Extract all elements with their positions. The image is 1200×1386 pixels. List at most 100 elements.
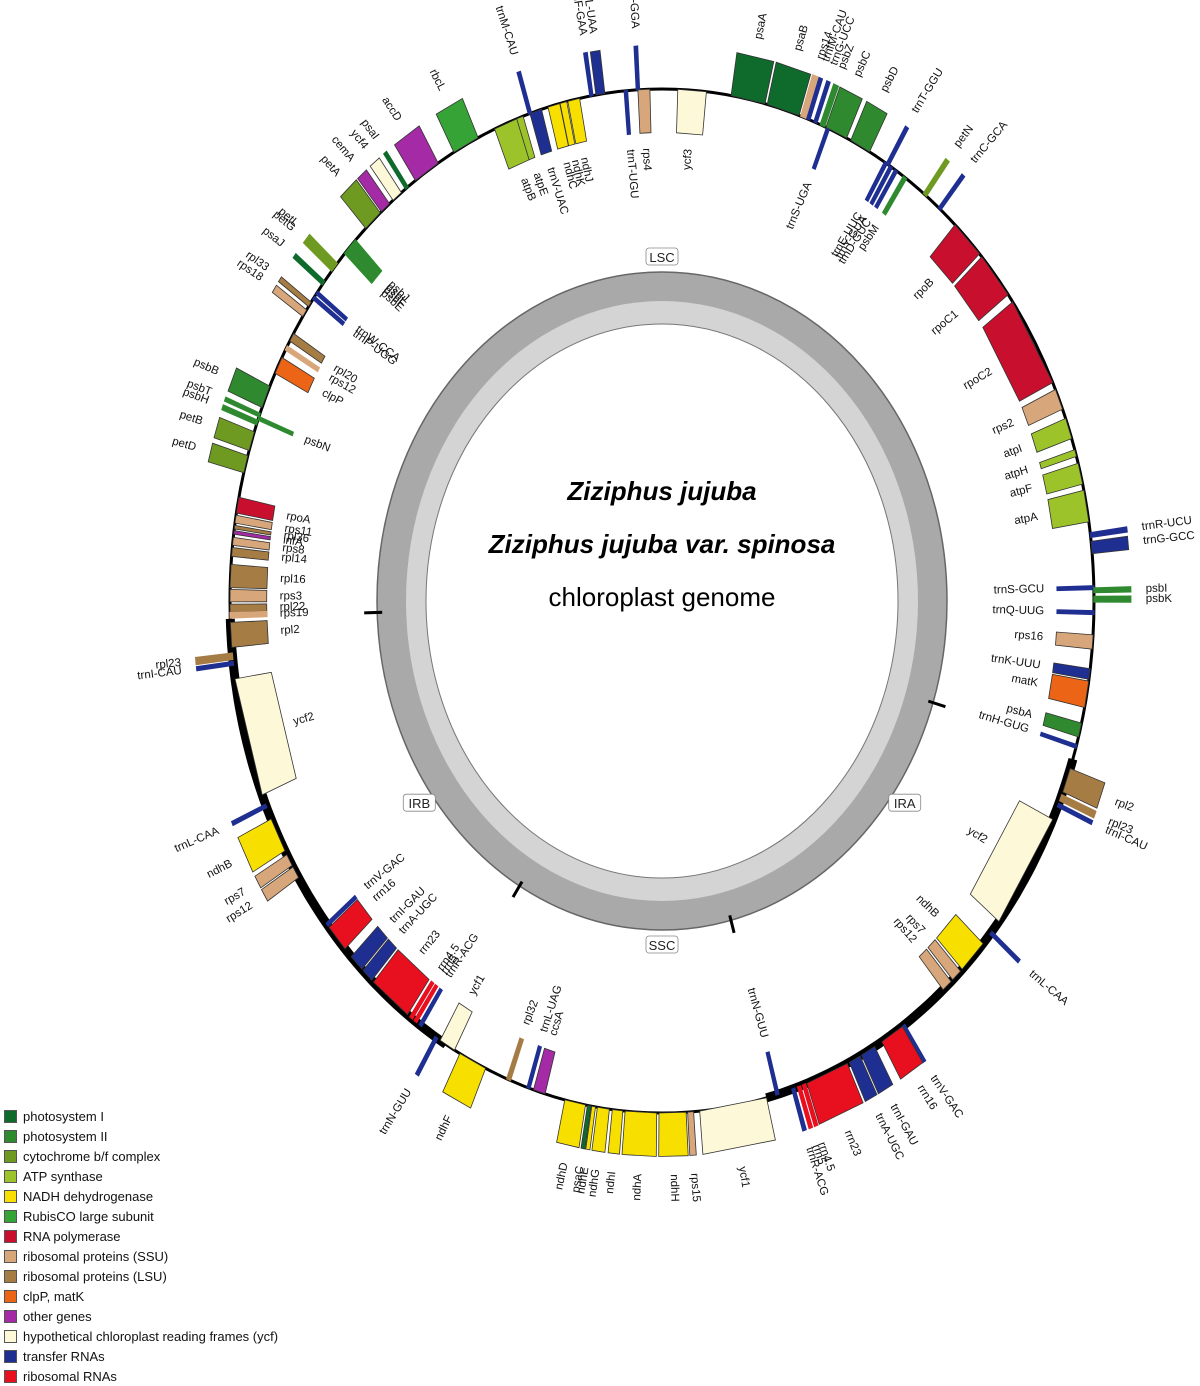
gene-rbcl: rbcL — [427, 67, 479, 153]
legend-swatch — [4, 1169, 17, 1183]
gene-label: psbC — [852, 49, 874, 78]
gene-label: rps15 — [688, 1173, 702, 1203]
legend-swatch — [4, 1229, 17, 1243]
gene-label: ndhE — [575, 1166, 591, 1195]
gene-rps19: rps19 — [229, 607, 309, 620]
legend-swatch — [4, 1309, 17, 1323]
gene-label: rps3 — [280, 590, 302, 602]
gene-label: trnC-GCA — [968, 119, 1010, 166]
legend-label: hypothetical chloroplast reading frames … — [23, 1328, 279, 1344]
gene-label: psbK — [1146, 593, 1173, 605]
species-name-2: Ziziphus jujuba var. spinosa — [488, 529, 836, 559]
gene-trns-gga: trnS-GGA — [626, 0, 641, 91]
gene-label: rpl36 — [283, 530, 310, 546]
legend-item-lsu: ribosomal proteins (LSU) — [4, 1266, 334, 1286]
legend-item-ycf: hypothetical chloroplast reading frames … — [4, 1326, 334, 1346]
gene-label: ndhI — [604, 1171, 618, 1195]
gene-label: psaB — [792, 23, 811, 52]
gene-label: matK — [1010, 673, 1039, 690]
legend-item-clp: clpP, matK — [4, 1286, 334, 1306]
gene-trnt-ugu: trnT-UGU — [623, 89, 640, 199]
gene-label: trnS-GGA — [626, 0, 641, 29]
gene-label: trnK-UUU — [990, 653, 1041, 672]
gene-label: rps4 — [640, 148, 653, 171]
gene-label: ndhF — [433, 1114, 455, 1143]
legend-swatch — [4, 1289, 17, 1303]
gene-rpoa: rpoA — [235, 496, 312, 527]
gene-label: rps16 — [1014, 629, 1044, 643]
gene-label: psbN — [303, 434, 332, 455]
genome-subtitle: chloroplast genome — [549, 582, 776, 612]
gene-label: ycf1 — [467, 973, 488, 997]
gene-label: trnN-GUU — [745, 987, 770, 1039]
gene-rps8: rps8 — [232, 536, 306, 557]
region-lsc: LSC — [645, 247, 679, 266]
gene-label: ndhD — [553, 1161, 570, 1190]
gene-label: rpl2 — [280, 624, 300, 637]
legend-label: ribosomal proteins (SSU) — [23, 1248, 169, 1264]
gene-label: rpl2 — [1113, 796, 1135, 814]
gene-label: trnS-UGA — [784, 180, 814, 231]
gene-ycf2: ycf2 — [234, 671, 316, 796]
gene-label: rps8 — [282, 542, 306, 557]
gene-ndhg: ndhG — [587, 1106, 610, 1198]
gene-label: trnM-CAU — [493, 4, 520, 56]
legend-swatch — [4, 1129, 17, 1143]
legend-label: cytochrome b/f complex — [23, 1148, 161, 1164]
gene-label: atpI — [1002, 443, 1024, 461]
legend-label: photosystem I — [23, 1108, 104, 1124]
legend-label: ATP synthase — [23, 1168, 103, 1184]
legend-swatch — [4, 1109, 17, 1123]
legend-swatch — [4, 1269, 17, 1283]
legend-label: RNA polymerase — [23, 1228, 121, 1244]
legend-item-ndh: NADH dehydrogenase — [4, 1186, 334, 1206]
gene-label: ndhB — [205, 858, 235, 881]
gene-label: ndhH — [668, 1174, 681, 1202]
gene-label: ndhG — [587, 1168, 603, 1198]
species-name-1: Ziziphus jujuba — [566, 476, 756, 506]
gc-ring-inner — [425, 323, 899, 879]
legend-item-rrna: ribosomal RNAs — [4, 1366, 334, 1386]
region-boundary-tick — [927, 699, 946, 709]
gene-label: accD — [379, 95, 403, 124]
legend-label: ribosomal proteins (LSU) — [23, 1268, 167, 1284]
gene-psbi: psbI — [1093, 583, 1168, 595]
legend-item-atp: ATP synthase — [4, 1166, 334, 1186]
gene-label: petA — [318, 153, 343, 179]
gene-label: petD — [171, 436, 198, 454]
gene-label: trnG-GCC — [1143, 530, 1196, 547]
gene-trni-cau: trnI-CAU — [1056, 802, 1149, 853]
gene-rpl2: rpl2 — [229, 620, 300, 648]
legend-label: RubisCO large subunit — [23, 1208, 154, 1224]
gene-category-legend: photosystem I photosystem II cytochrome b/… — [4, 1106, 334, 1386]
gene-label: rpl32 — [521, 999, 541, 1027]
gene-label: rpl14 — [281, 552, 308, 566]
legend-swatch — [4, 1189, 17, 1203]
gene-label: ycf1 — [736, 1166, 751, 1189]
gene-psaj: psaJ — [260, 225, 326, 286]
gene-rpl23: rpl23 — [155, 652, 234, 672]
region-label: IRA — [894, 796, 916, 811]
legend-label: NADH dehydrogenase — [23, 1188, 154, 1204]
gene-psaa: psaA — [730, 12, 775, 105]
gene-trnk-uuu: trnK-UUU — [990, 653, 1091, 680]
gene-atpf: atpF — [1009, 462, 1084, 500]
legend-swatch — [4, 1149, 17, 1163]
gene-psbn: psbN — [257, 415, 332, 455]
gene-ndhe: ndhE — [575, 1105, 596, 1195]
gene-rpl14: rpl14 — [231, 547, 308, 566]
region-label: IRB — [408, 796, 430, 811]
gene-label: trnT-UGU — [624, 149, 640, 199]
gene-label: ycf2 — [965, 825, 989, 846]
gene-trni-cau: trnI-CAU — [137, 660, 235, 682]
gene-psac: psaC — [570, 1104, 592, 1194]
legend-item-cytb: cytochrome b/f complex — [4, 1146, 334, 1166]
legend-label: photosystem II — [23, 1128, 108, 1144]
gene-label: atpA — [1013, 511, 1039, 527]
gene-rps16: rps16 — [1014, 629, 1094, 650]
gene-label: rpl22 — [280, 601, 306, 613]
gene-matk: matK — [1010, 673, 1090, 708]
gene-psbk: psbK — [1093, 593, 1173, 605]
